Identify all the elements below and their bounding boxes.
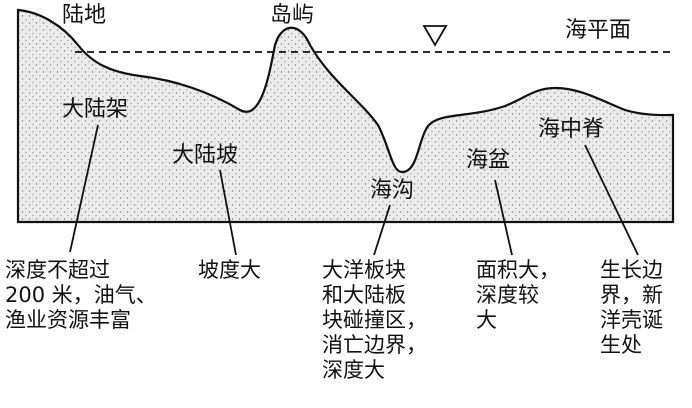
label-land: 陆地 xyxy=(62,3,106,29)
label-sea-level: 海平面 xyxy=(565,18,631,44)
note-ridge: 生长边 界，新 洋壳诞 生处 xyxy=(600,258,663,358)
label-trench: 海沟 xyxy=(370,178,414,204)
note-trench: 大洋板块 和大陆板 块碰撞区， 消亡边界， 深度大 xyxy=(322,258,427,383)
note-slope: 坡度大 xyxy=(198,258,261,283)
note-shelf: 深度不超过 200 米，油气、 渔业资源丰富 xyxy=(5,258,157,333)
label-continental-slope: 大陆坡 xyxy=(172,143,238,169)
down-triangle-icon xyxy=(424,26,446,45)
label-island: 岛屿 xyxy=(270,3,314,29)
label-basin: 海盆 xyxy=(466,148,510,174)
label-continental-shelf: 大陆架 xyxy=(62,97,128,123)
note-basin: 面积大， 深度较 大 xyxy=(476,258,560,333)
label-ridge: 海中脊 xyxy=(538,117,604,143)
